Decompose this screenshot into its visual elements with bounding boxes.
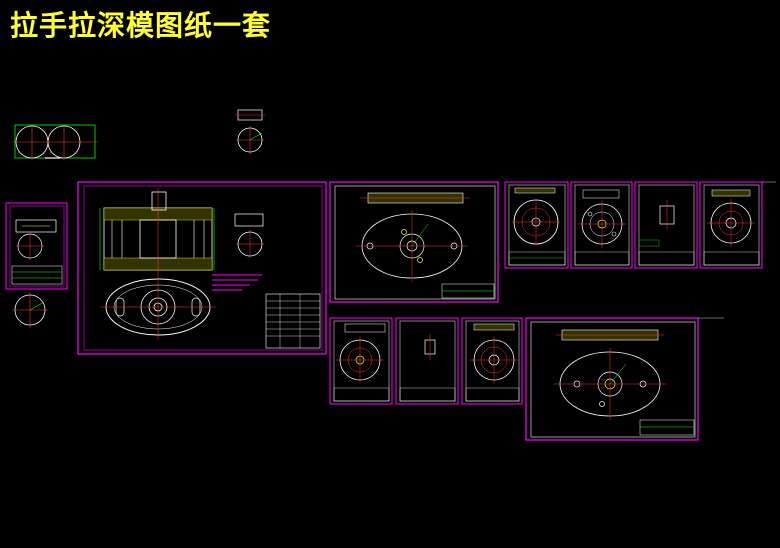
sheet-disk-5: [461, 317, 523, 405]
sheet-small-left: [5, 202, 68, 290]
sheet-oval-plate-1: [329, 181, 499, 303]
sheet-disk-3: [699, 181, 776, 269]
sheet-assembly: [77, 181, 327, 355]
sheet-disk-4: [329, 317, 393, 405]
sheet-disk-1: [504, 181, 569, 269]
sheet-disk-2: [570, 181, 633, 269]
sheet-sleeve-2: [395, 317, 459, 405]
sketch-double-circle: [12, 124, 98, 160]
sheet-sleeve-1: [634, 181, 698, 269]
sketch-circle-left: [12, 292, 48, 328]
page-title: 拉手拉深模图纸一套: [10, 9, 272, 42]
sketch-small-part: [235, 109, 265, 154]
sheet-oval-plate-2: [525, 317, 724, 441]
